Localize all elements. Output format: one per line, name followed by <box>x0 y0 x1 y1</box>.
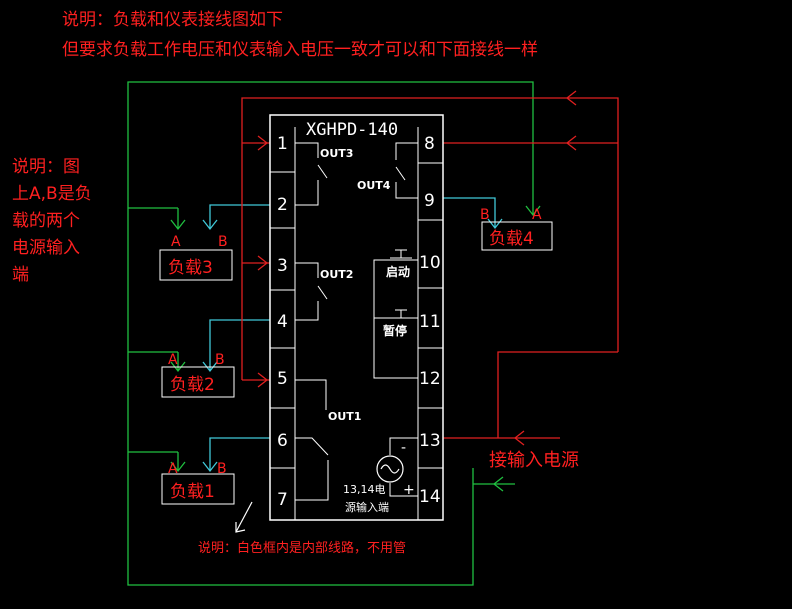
pin-label: 6 <box>277 431 288 451</box>
pin-label: 10 <box>419 253 441 273</box>
out-labels: OUT3 OUT4 OUT2 OUT1 <box>320 147 391 423</box>
load-1: 负载1 A B <box>161 461 235 505</box>
ac-source-icon <box>376 455 404 483</box>
note-left-line: 载的两个 <box>12 211 80 231</box>
load-3: 负载3 A B <box>159 234 233 281</box>
pin-label: 14 <box>419 487 441 507</box>
green-arrows <box>170 205 541 492</box>
load-box <box>161 366 235 398</box>
pin-label: 7 <box>277 490 288 510</box>
minus-sign: - <box>401 440 406 456</box>
pin-label: 11 <box>419 312 441 332</box>
note-left-line: 说明：图 <box>12 157 80 177</box>
note-requirement: 但要求负载工作电压和仪表输入电压一致才可以和下面接线一样 <box>62 40 538 60</box>
terminal-a: A <box>171 234 181 250</box>
load-label: 负载2 <box>170 375 215 395</box>
load-box <box>159 249 233 281</box>
pin-label: 3 <box>277 256 288 276</box>
pin-labels-left: 1 2 3 4 5 6 7 <box>277 134 288 510</box>
out1-label: OUT1 <box>328 410 361 423</box>
pin-label: 12 <box>419 369 441 389</box>
pin-label: 1 <box>277 134 288 154</box>
note-title: 说明：负载和仪表接线图如下 <box>62 10 283 30</box>
internal-wiring <box>295 142 418 501</box>
load-label: 负载3 <box>168 258 213 278</box>
note-left-line: 上A,B是负 <box>12 184 92 204</box>
note-left-line: 端 <box>12 265 29 285</box>
out4-label: OUT4 <box>357 179 391 192</box>
power-input-label: 接输入电源 <box>489 450 579 471</box>
device-xghpd-140: XGHPD-140 1 2 3 4 5 6 7 <box>269 114 444 521</box>
load-2: 负载2 A B <box>161 352 235 398</box>
pin-label: 8 <box>424 134 435 154</box>
device-outline <box>269 114 444 521</box>
pin-labels-right: 8 9 10 11 12 13 14 <box>419 134 441 507</box>
pin-label: 2 <box>277 195 288 215</box>
load-label: 负载4 <box>489 229 534 249</box>
red-wires <box>241 97 619 439</box>
power-caption: 13,14电 <box>343 483 386 496</box>
terminal-a: A <box>168 461 178 477</box>
load-box <box>481 221 553 251</box>
pause-button-label: 暂停 <box>383 323 407 338</box>
terminal-b: B <box>480 207 490 223</box>
terminal-a: A <box>532 207 542 223</box>
terminal-a: A <box>168 352 178 368</box>
out2-label: OUT2 <box>320 268 353 281</box>
device-model: XGHPD-140 <box>306 120 398 140</box>
red-arrows <box>257 90 577 446</box>
plus-sign: + <box>403 482 415 498</box>
pin-label: 5 <box>277 369 288 389</box>
out3-label: OUT3 <box>320 147 353 160</box>
load-label: 负载1 <box>170 482 215 502</box>
pin-column-left <box>270 127 296 520</box>
terminal-b: B <box>215 352 225 368</box>
note-internal-wiring: 说明：白色框内是内部线路，不用管 <box>198 540 406 556</box>
pin-label: 9 <box>424 191 435 211</box>
power-caption: 源输入端 <box>345 500 389 514</box>
pin-column-right <box>417 127 443 520</box>
terminal-b: B <box>218 234 228 250</box>
pin-label: 4 <box>277 312 288 332</box>
load-4: 负载4 B A <box>480 207 553 251</box>
start-button-label: 启动 <box>386 264 410 279</box>
note-ab-explanation: 说明：图 上A,B是负 载的两个 电源输入 端 <box>12 157 92 285</box>
cyan-arrows <box>202 218 503 473</box>
cyan-wires <box>209 197 496 470</box>
load-box <box>161 473 235 505</box>
pin-label: 13 <box>419 431 441 451</box>
ac-wave-icon <box>380 464 400 474</box>
bottom-note-pointer <box>235 501 253 533</box>
note-left-line: 电源输入 <box>12 238 80 258</box>
terminal-b: B <box>217 461 227 477</box>
